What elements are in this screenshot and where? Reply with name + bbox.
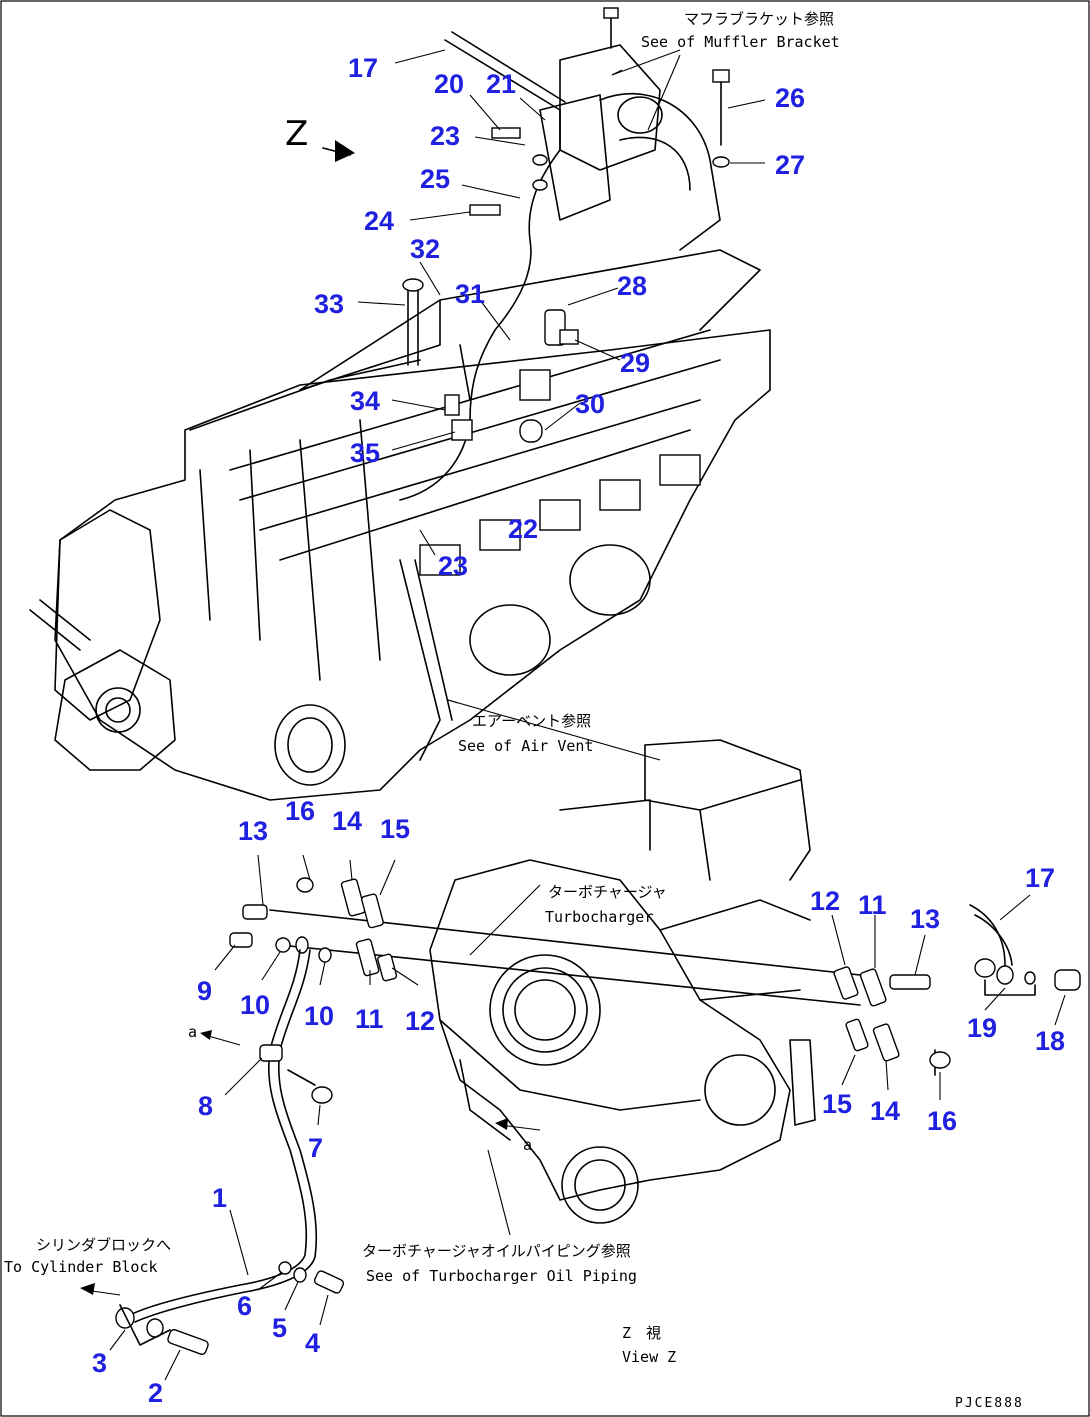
- turbo-note-jp: ターボチャージャ: [548, 883, 667, 901]
- z-mark: Z: [285, 114, 308, 154]
- drawing-code: PJCE888: [955, 1396, 1024, 1411]
- a-mark-left: a: [188, 1023, 197, 1041]
- callout-15-left: 15: [380, 814, 410, 844]
- callout-leaders: [109, 49, 1066, 1381]
- callout-11-left: 11: [355, 1004, 384, 1034]
- cylinder-note-jp: シリンダブロックへ: [36, 1236, 171, 1254]
- turbo-note-en: Turbocharger: [545, 908, 653, 926]
- turbocharger-assembly: [115, 739, 1081, 1355]
- callout-12-left: 12: [405, 1006, 435, 1036]
- callout-34: 34: [350, 386, 380, 416]
- callout-5: 5: [272, 1313, 287, 1343]
- callout-35: 35: [350, 438, 380, 468]
- callout-29: 29: [620, 348, 650, 378]
- callout-28: 28: [617, 271, 647, 301]
- callout-15-right: 15: [822, 1089, 852, 1119]
- callout-13-left: 13: [238, 816, 268, 846]
- muffler-note-en: See of Muffler Bracket: [641, 33, 840, 51]
- view-label-en: View Z: [622, 1348, 676, 1366]
- callout-22: 22: [508, 514, 538, 544]
- oilpiping-note-en: See of Turbocharger Oil Piping: [366, 1267, 637, 1285]
- note-leaders: [80, 49, 681, 1296]
- callout-1: 1: [212, 1183, 227, 1213]
- callout-27: 27: [775, 150, 805, 180]
- callout-17-upper: 17: [348, 53, 378, 83]
- callout-23-upper: 23: [430, 121, 460, 151]
- callout-30: 30: [575, 389, 605, 419]
- callout-8: 8: [198, 1091, 213, 1121]
- callout-4: 4: [305, 1328, 320, 1358]
- callout-3: 3: [92, 1348, 107, 1378]
- view-z-marker: Z: [285, 114, 355, 162]
- callout-11-right: 11: [858, 890, 887, 920]
- callout-14-left: 14: [332, 806, 362, 836]
- callout-10-b: 10: [304, 1001, 334, 1031]
- part-callouts: 17 20 21 26 23 27 25 24 32 28 33 31 29 3…: [92, 53, 1065, 1408]
- callout-6: 6: [237, 1291, 252, 1321]
- callout-31: 31: [455, 279, 485, 309]
- callout-19: 19: [967, 1013, 997, 1043]
- callout-33: 33: [314, 289, 344, 319]
- airvent-note-en: See of Air Vent: [458, 737, 593, 755]
- callout-20: 20: [434, 69, 464, 99]
- callout-16-right: 16: [927, 1106, 957, 1136]
- callout-13-right: 13: [910, 904, 940, 934]
- callout-21: 21: [486, 69, 516, 99]
- a-mark-right: a: [523, 1136, 532, 1154]
- callout-2: 2: [148, 1378, 163, 1408]
- callout-26: 26: [775, 83, 805, 113]
- callout-14-right: 14: [870, 1096, 900, 1126]
- annotation-notes: マフラブラケット参照 See of Muffler Bracket エアーベント…: [4, 10, 1024, 1411]
- view-label-jp: Z 視: [622, 1324, 661, 1342]
- cylinder-note-en: To Cylinder Block: [4, 1258, 158, 1276]
- callout-18: 18: [1035, 1026, 1065, 1056]
- callout-25: 25: [420, 164, 450, 194]
- callout-16-left: 16: [285, 796, 315, 826]
- callout-17-right: 17: [1025, 863, 1055, 893]
- oilpiping-note-jp: ターボチャージャオイルパイピング参照: [362, 1242, 631, 1260]
- callout-7: 7: [308, 1133, 323, 1163]
- callout-12-right: 12: [810, 886, 840, 916]
- callout-32: 32: [410, 234, 440, 264]
- muffler-note-jp: マフラブラケット参照: [684, 10, 834, 28]
- callout-10-a: 10: [240, 990, 270, 1020]
- callout-24: 24: [364, 206, 394, 236]
- callout-9: 9: [197, 976, 212, 1006]
- upper-engine-assembly: [29, 7, 771, 801]
- airvent-note-jp: エアーベント参照: [472, 712, 591, 730]
- callout-23-lower: 23: [438, 551, 468, 581]
